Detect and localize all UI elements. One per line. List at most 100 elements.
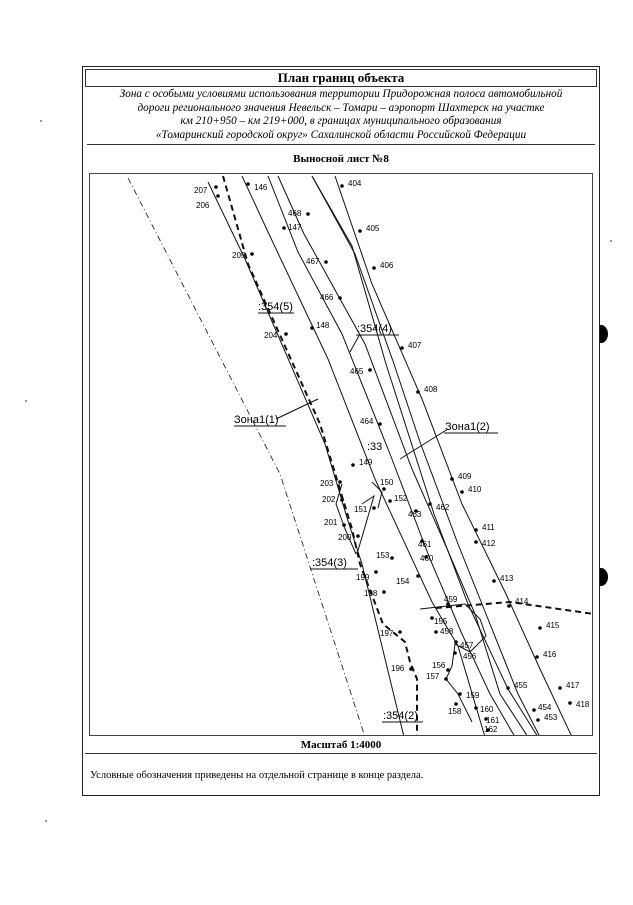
survey-point-label: 205 bbox=[232, 251, 246, 260]
survey-point-marker bbox=[306, 212, 310, 216]
description-line: км 210+950 – км 219+000, в границах муни… bbox=[180, 115, 502, 128]
survey-point-label: 417 bbox=[566, 681, 580, 690]
survey-point-label: 414 bbox=[515, 597, 529, 606]
survey-point-label: 411 bbox=[482, 523, 495, 532]
parcel-label-354-2: :354(2) bbox=[383, 710, 418, 722]
parcel-label-33: :33 bbox=[367, 441, 382, 453]
leader-354-4 bbox=[349, 333, 361, 353]
survey-point-label: 150 bbox=[380, 478, 394, 487]
survey-point-label: 463 bbox=[408, 510, 422, 519]
survey-point-marker bbox=[416, 574, 420, 578]
survey-point-marker bbox=[506, 686, 510, 690]
survey-point-label: 418 bbox=[576, 700, 590, 709]
document-sheet: План границ объекта Зона с особыми услов… bbox=[82, 66, 600, 796]
survey-point-label: 156 bbox=[432, 661, 446, 670]
survey-point-label: 409 bbox=[458, 472, 472, 481]
survey-point-marker bbox=[535, 655, 539, 659]
survey-point-label: 412 bbox=[482, 539, 496, 548]
survey-point-marker bbox=[372, 266, 376, 270]
survey-point-marker bbox=[378, 422, 382, 426]
page-title: План границ объекта bbox=[277, 70, 405, 85]
parcel-label-354-3: :354(3) bbox=[312, 557, 347, 569]
survey-point-label: 160 bbox=[480, 705, 494, 714]
survey-point-marker bbox=[420, 539, 424, 543]
survey-point-marker bbox=[430, 616, 434, 620]
detour-line-2 bbox=[371, 481, 383, 509]
survey-point-marker bbox=[340, 184, 344, 188]
survey-point-label: 147 bbox=[288, 223, 302, 232]
survey-point-marker bbox=[358, 229, 362, 233]
survey-point-label: 154 bbox=[396, 577, 410, 586]
survey-point-marker bbox=[368, 368, 372, 372]
survey-point-label: 459 bbox=[444, 595, 458, 604]
survey-point-marker bbox=[474, 540, 478, 544]
survey-point-marker bbox=[460, 490, 464, 494]
detour-line-3 bbox=[419, 603, 487, 723]
survey-point-marker bbox=[310, 326, 314, 330]
survey-point-marker bbox=[453, 651, 457, 655]
survey-point-label: 404 bbox=[348, 179, 362, 188]
survey-point-label: 199 bbox=[356, 573, 370, 582]
survey-point-marker bbox=[372, 506, 376, 510]
survey-point-marker bbox=[446, 668, 450, 672]
survey-point-marker bbox=[374, 570, 378, 574]
survey-point-marker bbox=[486, 728, 490, 732]
survey-point-marker bbox=[474, 706, 478, 710]
survey-point-label: 158 bbox=[448, 707, 462, 716]
zone-label-zone1-1: Зона1(1) bbox=[234, 414, 279, 426]
survey-point-label: 454 bbox=[538, 703, 552, 712]
survey-point-marker bbox=[388, 499, 392, 503]
survey-point-marker bbox=[424, 555, 428, 559]
survey-point-label: 405 bbox=[366, 224, 380, 233]
survey-point-label: 203 bbox=[320, 479, 334, 488]
survey-point-marker bbox=[338, 296, 342, 300]
survey-point-marker bbox=[484, 717, 488, 721]
road-line-d bbox=[311, 175, 540, 735]
survey-point-marker bbox=[428, 502, 432, 506]
survey-point-label: 196 bbox=[391, 664, 405, 673]
survey-point-marker bbox=[382, 487, 386, 491]
road-line-b bbox=[267, 175, 515, 735]
survey-point-label: 198 bbox=[364, 589, 378, 598]
survey-point-label: 155 bbox=[434, 617, 448, 626]
survey-point-label: 202 bbox=[322, 495, 336, 504]
survey-point-label: 204 bbox=[264, 331, 278, 340]
zone-boundary-line bbox=[207, 181, 405, 735]
parcel-label-354-5: :354(5) bbox=[258, 301, 293, 313]
survey-point-marker bbox=[284, 332, 288, 336]
survey-point-label: 201 bbox=[324, 518, 338, 527]
survey-point-label: 464 bbox=[360, 417, 374, 426]
survey-point-label: 416 bbox=[543, 650, 557, 659]
survey-point-marker bbox=[507, 604, 511, 608]
survey-point-marker bbox=[532, 708, 536, 712]
detour-line bbox=[335, 483, 357, 555]
leader-zone1-2 bbox=[399, 428, 449, 460]
survey-point-marker bbox=[454, 640, 458, 644]
survey-point-marker bbox=[454, 702, 458, 706]
survey-point-marker bbox=[538, 626, 542, 630]
boundary-dashed-h bbox=[435, 600, 592, 615]
survey-point-label: 151 bbox=[354, 505, 368, 514]
survey-point-marker bbox=[474, 528, 478, 532]
survey-point-label: 157 bbox=[426, 672, 440, 681]
lines bbox=[127, 175, 592, 735]
description-line: «Томаринский городской округ» Сахалинско… bbox=[155, 128, 527, 141]
survey-point-marker bbox=[409, 667, 413, 671]
survey-point-label: 207 bbox=[194, 186, 208, 195]
survey-point-marker bbox=[450, 477, 454, 481]
survey-point-label: 467 bbox=[306, 257, 320, 266]
survey-point-marker bbox=[400, 346, 404, 350]
survey-point-marker bbox=[246, 182, 250, 186]
survey-point-label: 453 bbox=[544, 713, 558, 722]
survey-point-label: 466 bbox=[320, 293, 334, 302]
title-box bbox=[85, 69, 597, 87]
survey-point-label: 152 bbox=[394, 494, 408, 503]
legend-note: Условные обозначения приведены на отдель… bbox=[90, 770, 424, 781]
survey-point-marker bbox=[216, 194, 220, 198]
survey-point-marker bbox=[356, 534, 360, 538]
survey-point-label: 162 bbox=[484, 725, 498, 734]
survey-point-marker bbox=[444, 677, 448, 681]
survey-point-marker bbox=[568, 701, 572, 705]
